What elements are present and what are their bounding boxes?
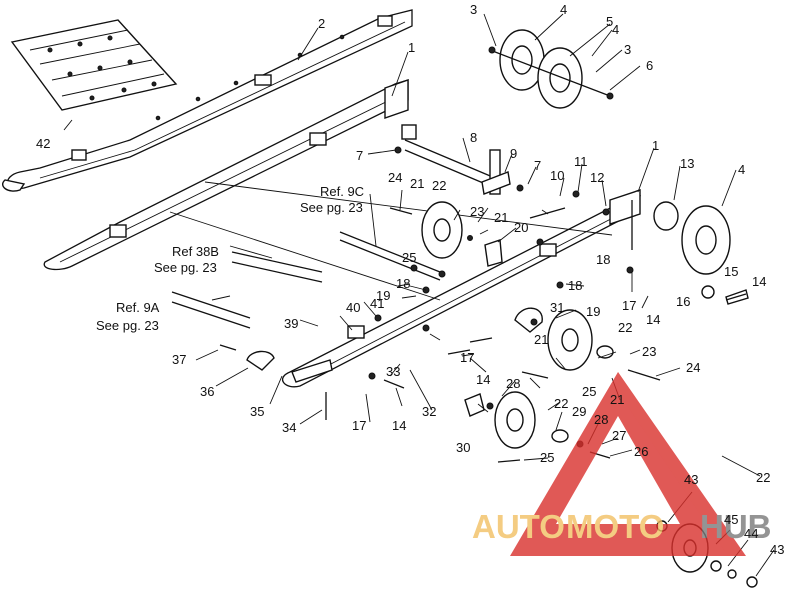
label-7-left: 7 — [356, 148, 363, 163]
label-23-a: 23 — [470, 204, 484, 219]
label-40: 40 — [346, 300, 360, 315]
label-5: 5 — [606, 14, 613, 29]
label-24-left: 24 — [388, 170, 402, 185]
label-14-d: 14 — [392, 418, 406, 433]
wheel-22-lower — [494, 391, 569, 449]
watermark-hub: HUB — [700, 508, 772, 545]
label-21-c: 21 — [610, 392, 624, 407]
label-19-b: 19 — [586, 304, 600, 319]
label-14-a: 14 — [646, 312, 660, 327]
label-45: 45 — [724, 512, 738, 527]
label-21-a: 21 — [410, 176, 424, 191]
automotohub-watermark: AUTO MOTO HUB — [472, 372, 772, 556]
label-22-b: 22 — [618, 320, 632, 335]
label-21-d: 21 — [534, 332, 548, 347]
label-13: 13 — [680, 156, 694, 171]
label-23-b: 23 — [642, 344, 656, 359]
rail-upper — [43, 79, 417, 271]
cross-shafts — [169, 139, 613, 329]
label-3-mid: 3 — [624, 42, 631, 57]
label-18-c: 18 — [596, 252, 610, 267]
ref-38b-line1: Ref 38B — [172, 244, 219, 259]
label-1-right: 1 — [652, 138, 659, 153]
label-25-a: 25 — [402, 250, 416, 265]
ref-9c-line2: See pg. 23 — [300, 200, 363, 215]
label-7-right: 7 — [534, 158, 541, 173]
label-32: 32 — [422, 404, 436, 419]
label-16: 16 — [676, 294, 690, 309]
label-17-b: 17 — [460, 350, 474, 365]
label-4-mid: 4 — [612, 22, 619, 37]
ref-9a-line2: See pg. 23 — [96, 318, 159, 333]
label-43-b: 43 — [770, 542, 784, 557]
idler-wheel-set-top — [488, 29, 614, 109]
wheel-22-center — [547, 309, 614, 371]
ref-38b-line2: See pg. 23 — [154, 260, 217, 275]
label-18-b: 18 — [568, 278, 582, 293]
label-3-top: 3 — [470, 2, 477, 17]
ref-9c-line1: Ref. 9C — [320, 184, 364, 199]
label-1-top: 1 — [408, 40, 415, 55]
label-21-b: 21 — [494, 210, 508, 225]
rail-wear-strip — [10, 19, 178, 111]
label-43-a: 43 — [684, 472, 698, 487]
label-6: 6 — [646, 58, 653, 73]
label-33: 33 — [386, 364, 400, 379]
watermark-auto: AUTO — [472, 508, 565, 545]
label-18-a: 18 — [396, 276, 410, 291]
label-14-b: 14 — [752, 274, 766, 289]
label-28-a: 28 — [506, 376, 520, 391]
label-4-top: 4 — [560, 2, 567, 17]
label-22-a: 22 — [432, 178, 446, 193]
label-36: 36 — [200, 384, 214, 399]
small-parts — [219, 149, 633, 420]
ref-9a-line1: Ref. 9A — [116, 300, 160, 315]
label-10: 10 — [550, 168, 564, 183]
label-20: 20 — [514, 220, 528, 235]
label-11: 11 — [574, 154, 588, 169]
part-labels: 2 1 42 3 4 5 4 3 6 1 13 4 8 7 9 7 11 10 … — [36, 2, 784, 557]
label-35: 35 — [250, 404, 264, 419]
label-12: 12 — [590, 170, 604, 185]
slide-rail — [2, 9, 413, 192]
label-8: 8 — [470, 130, 477, 145]
label-17-a: 17 — [622, 298, 636, 313]
label-4-right: 4 — [738, 162, 745, 177]
label-41: 41 — [370, 296, 384, 311]
label-17-c: 17 — [352, 418, 366, 433]
label-14-c: 14 — [476, 372, 490, 387]
label-30: 30 — [456, 440, 470, 455]
label-34: 34 — [282, 420, 296, 435]
label-31: 31 — [550, 300, 564, 315]
label-22-c: 22 — [554, 396, 568, 411]
label-19-a: 19 — [376, 288, 390, 303]
label-22-d: 22 — [756, 470, 770, 485]
label-15: 15 — [724, 264, 738, 279]
reference-notes: Ref. 9C See pg. 23 Ref 38B See pg. 23 Re… — [96, 184, 364, 333]
label-42: 42 — [36, 136, 50, 151]
label-25-c: 25 — [540, 450, 554, 465]
label-2: 2 — [318, 16, 325, 31]
idler-wheel-right — [653, 201, 749, 305]
wheel-22-left — [421, 201, 473, 259]
label-27: 27 — [612, 428, 626, 443]
label-39: 39 — [284, 316, 298, 331]
label-37: 37 — [172, 352, 186, 367]
label-25-b: 25 — [582, 384, 596, 399]
rail-lower — [281, 189, 641, 388]
label-9: 9 — [510, 146, 517, 161]
watermark-moto: MOTO — [566, 508, 664, 545]
label-28-b: 28 — [594, 412, 608, 427]
label-26: 26 — [634, 444, 648, 459]
label-29: 29 — [572, 404, 586, 419]
label-24-right: 24 — [686, 360, 700, 375]
label-44: 44 — [744, 526, 758, 541]
